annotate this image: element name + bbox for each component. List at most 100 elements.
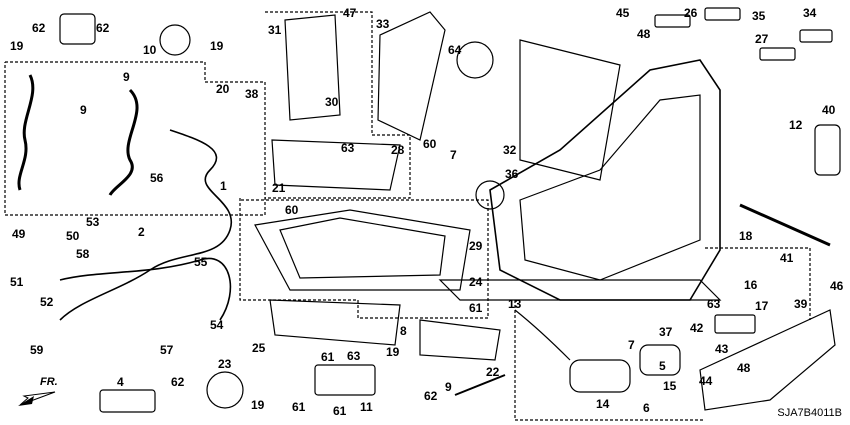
motor-40: [814, 124, 841, 176]
callout-56: 56: [150, 171, 164, 185]
callout-61b: 61: [321, 350, 335, 364]
callout-32: 32: [503, 143, 517, 157]
callout-49: 49: [12, 227, 26, 241]
motor-assembly: [419, 319, 501, 361]
callout-63a: 63: [341, 141, 355, 155]
callout-31: 31: [268, 23, 282, 37]
seat-frame-inner: [519, 94, 701, 281]
bracket-4: [99, 389, 156, 413]
callout-50: 50: [66, 229, 80, 243]
callout-60b: 60: [423, 137, 437, 151]
callout-48a: 48: [637, 27, 651, 41]
callout-57: 57: [160, 343, 174, 357]
motor-14: [569, 359, 631, 393]
callout-63b: 63: [347, 349, 361, 363]
callout-17: 17: [755, 299, 769, 313]
callout-37: 37: [659, 325, 673, 339]
cushion-inner: [279, 217, 446, 279]
callout-9c: 9: [445, 380, 452, 394]
callout-16: 16: [744, 278, 758, 292]
callout-22: 22: [486, 365, 500, 379]
callout-8: 8: [400, 324, 407, 338]
callout-47: 47: [343, 6, 357, 20]
cushion-pad-29: [254, 209, 471, 291]
callout-10: 10: [143, 43, 157, 57]
callout-52: 52: [40, 295, 54, 309]
cushion-frame-21: [271, 139, 401, 191]
callout-58: 58: [76, 247, 90, 261]
clip-35: [704, 7, 741, 21]
callout-61c: 61: [292, 400, 306, 414]
callout-7b: 7: [628, 338, 635, 352]
back-panel-32: [519, 39, 621, 181]
callout-62d: 62: [424, 389, 438, 403]
callout-55: 55: [194, 255, 208, 269]
callout-36: 36: [505, 167, 519, 181]
callout-25: 25: [252, 341, 266, 355]
callout-59: 59: [30, 343, 44, 357]
callout-2: 2: [138, 225, 145, 239]
harness-38b: [59, 257, 232, 321]
callout-13: 13: [508, 297, 522, 311]
callout-60a: 60: [285, 203, 299, 217]
fr-arrow-head: [18, 396, 34, 406]
motor-10: [159, 24, 191, 56]
callout-9a: 9: [123, 70, 130, 84]
clip-34: [799, 29, 833, 43]
callout-11: 11: [360, 400, 373, 414]
callout-14: 14: [596, 397, 610, 411]
callout-62a: 62: [32, 21, 46, 35]
callout-35: 35: [752, 9, 766, 23]
callout-20: 20: [216, 82, 230, 96]
callout-30: 30: [325, 95, 339, 109]
callout-21: 21: [272, 181, 286, 195]
callout-27: 27: [755, 32, 769, 46]
group-frame-left: [4, 61, 266, 216]
callout-63c: 63: [707, 297, 721, 311]
callout-23: 23: [218, 357, 232, 371]
callout-18: 18: [739, 229, 753, 243]
seat-frame-main: [489, 59, 721, 301]
bolt-22: [454, 374, 506, 396]
callout-7a: 7: [450, 148, 457, 162]
side-cover-31: [284, 14, 341, 121]
callout-53: 53: [86, 215, 100, 229]
callout-19d: 19: [251, 398, 265, 412]
module-11: [314, 364, 376, 396]
module-19: [59, 13, 96, 45]
callout-39: 39: [794, 297, 808, 311]
callout-29: 29: [469, 239, 483, 253]
callout-26: 26: [684, 6, 698, 20]
motor-36: [475, 180, 505, 210]
sensor-19: [206, 371, 244, 409]
callout-4: 4: [117, 375, 124, 389]
callout-19c: 19: [386, 345, 400, 359]
callout-51: 51: [10, 275, 24, 289]
group-frame-back: [265, 11, 411, 199]
diagram-code: SJA7B4011B: [777, 407, 842, 419]
callout-1: 1: [220, 179, 227, 193]
callout-64: 64: [448, 43, 462, 57]
callout-38: 38: [245, 87, 259, 101]
bracket-plate-8: [269, 299, 401, 346]
cable-13: [514, 309, 571, 361]
callout-48b: 48: [737, 361, 751, 375]
callout-40: 40: [822, 103, 836, 117]
callout-19a: 19: [10, 39, 24, 53]
callout-28: 28: [391, 143, 405, 157]
callout-24: 24: [469, 275, 483, 289]
callout-44: 44: [699, 374, 713, 388]
callout-43: 43: [715, 342, 729, 356]
rod: [739, 203, 831, 247]
callout-62c: 62: [171, 375, 185, 389]
front-direction-label: FR.: [40, 376, 58, 388]
callout-34: 34: [803, 6, 817, 20]
callout-42: 42: [690, 321, 704, 335]
group-frame-bottom: [514, 300, 705, 421]
callout-19b: 19: [210, 39, 224, 53]
harness-20: [17, 74, 35, 191]
callout-6: 6: [643, 401, 650, 415]
clip-27: [759, 47, 796, 61]
motor-37: [639, 344, 681, 376]
